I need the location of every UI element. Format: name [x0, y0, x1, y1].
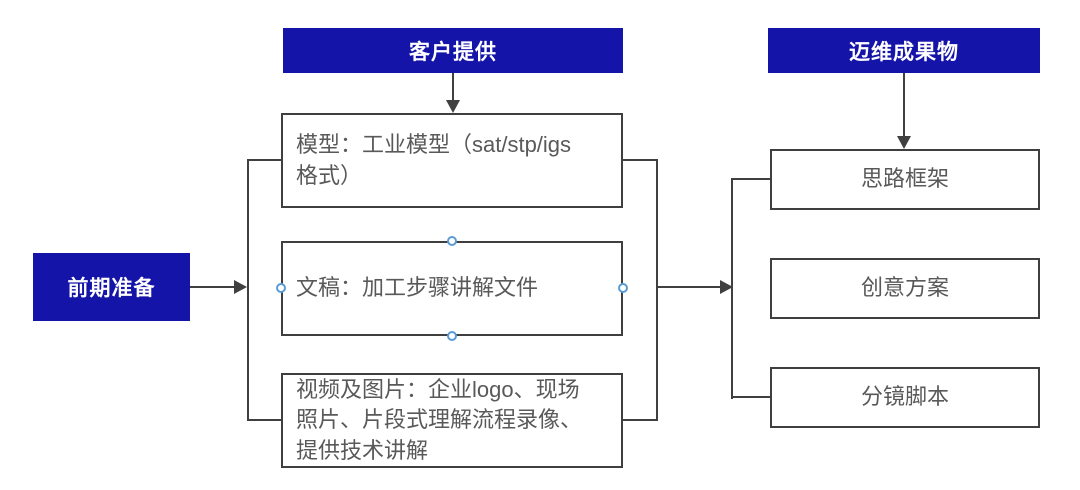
node-document-label: 文稿：加工步骤讲解文件: [296, 275, 539, 301]
connection-point-left[interactable]: [276, 283, 286, 293]
node-creative-plan-label: 创意方案: [860, 275, 949, 301]
header-deliverables-label: 迈维成果物: [849, 40, 959, 64]
node-storyboard-script[interactable]: 分镜脚本: [770, 367, 1040, 428]
connector-client-to-deliverables-arrowhead-icon: [720, 280, 733, 294]
client-right-bracket: [656, 159, 658, 421]
client-right-bracket-stub-bottom: [623, 419, 657, 421]
node-model-label: 模型：工业模型（sat/stp/igs 格式）: [296, 132, 572, 188]
connection-point-right[interactable]: [618, 283, 628, 293]
client-header-arrow-line: [452, 73, 454, 101]
client-header-arrowhead-icon: [446, 100, 460, 113]
node-idea-framework[interactable]: 思路框架: [770, 149, 1040, 210]
node-video-images[interactable]: 视频及图片：企业logo、现场 照片、片段式理解流程录像、 提供技术讲解: [281, 373, 623, 468]
node-idea-framework-label: 思路框架: [860, 166, 949, 192]
deliverables-bracket-stub-top: [733, 178, 770, 180]
header-deliverables[interactable]: 迈维成果物: [768, 28, 1040, 73]
deliverables-header-arrowhead-icon: [897, 136, 911, 149]
deliverables-bracket-stub-bottom: [733, 396, 770, 398]
connector-start-line: [190, 286, 234, 288]
connection-point-top[interactable]: [447, 236, 457, 246]
header-client-provides[interactable]: 客户提供: [283, 28, 623, 73]
client-left-bracket: [247, 159, 249, 421]
client-left-bracket-stub-top: [249, 159, 281, 161]
node-video-images-label: 视频及图片：企业logo、现场 照片、片段式理解流程录像、 提供技术讲解: [296, 376, 583, 463]
node-creative-plan[interactable]: 创意方案: [770, 258, 1040, 319]
node-document[interactable]: 文稿：加工步骤讲解文件: [281, 241, 623, 336]
client-right-bracket-stub-top: [623, 159, 657, 161]
deliverables-header-arrow-line: [903, 73, 905, 136]
node-preparation[interactable]: 前期准备: [33, 253, 190, 321]
node-preparation-label: 前期准备: [67, 277, 156, 300]
client-left-bracket-stub-bottom: [249, 419, 281, 421]
deliverables-bracket: [731, 178, 733, 399]
connection-point-bottom[interactable]: [447, 331, 457, 341]
connector-client-to-deliverables-line: [658, 286, 720, 288]
header-client-provides-label: 客户提供: [409, 40, 497, 64]
node-storyboard-script-label: 分镜脚本: [860, 384, 949, 410]
node-model[interactable]: 模型：工业模型（sat/stp/igs 格式）: [281, 113, 623, 208]
connector-start-arrowhead-icon: [234, 280, 247, 294]
